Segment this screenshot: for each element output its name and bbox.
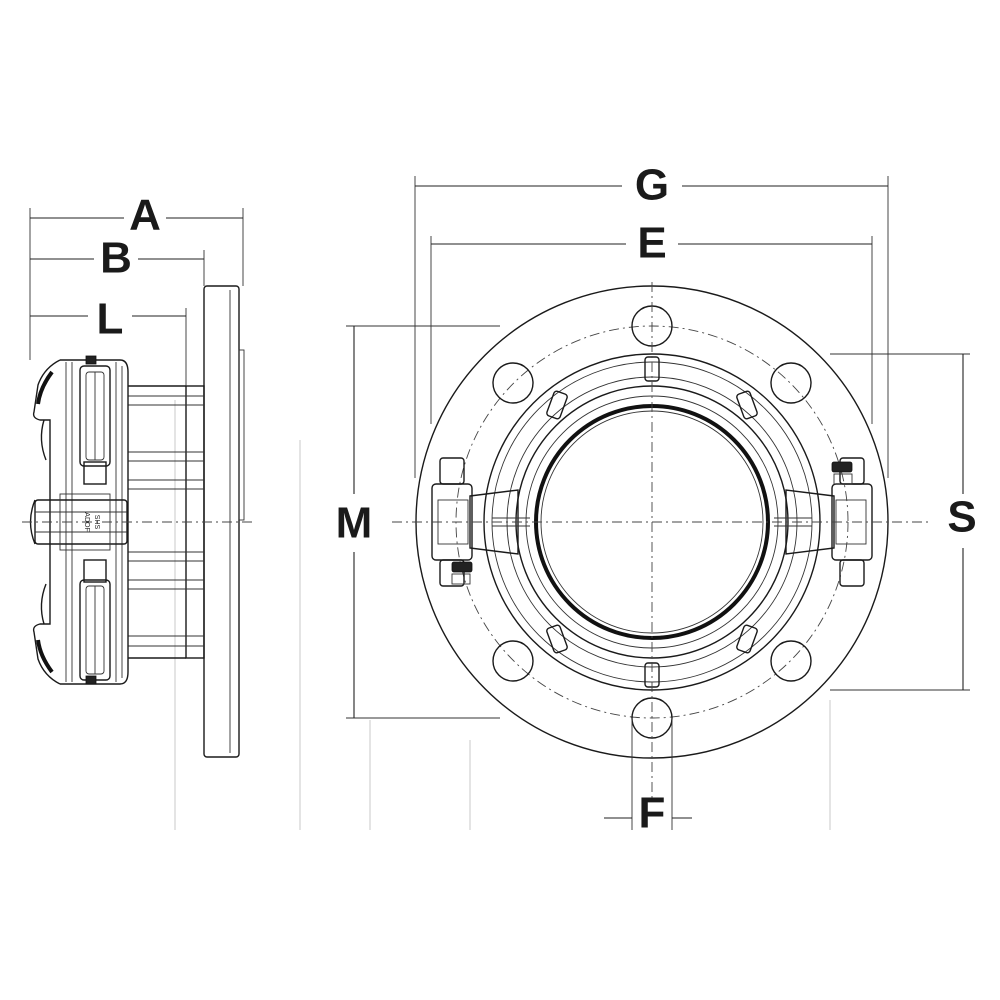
bolt-hole <box>492 362 534 404</box>
dimension-f: F <box>604 789 692 838</box>
background-ghost-lines <box>174 400 831 830</box>
front-view-extension-lines <box>346 176 970 830</box>
dimension-m: M <box>336 326 373 718</box>
dimension-a: A <box>30 191 243 240</box>
front-view: G E M S F <box>336 161 977 838</box>
dimension-a-label: A <box>129 191 161 240</box>
dimension-b-label: B <box>100 234 132 283</box>
side-view: SHS ADOF A B L <box>22 191 252 758</box>
dimension-g-label: G <box>635 161 669 210</box>
dimension-l: L <box>30 295 186 344</box>
bolt-hole <box>770 362 812 404</box>
flange-plate <box>203 285 240 758</box>
dimension-l-label: L <box>97 295 124 344</box>
coupling-housing <box>32 355 129 685</box>
dimension-b: B <box>30 234 204 283</box>
dimension-e-label: E <box>637 219 666 268</box>
bolt-hole <box>492 640 534 682</box>
dimension-f-label: F <box>639 789 666 838</box>
gasket-split <box>492 517 812 527</box>
dimension-e: E <box>431 219 872 268</box>
dimension-s-label: S <box>947 493 976 542</box>
dimension-g: G <box>415 161 888 210</box>
dimension-m-label: M <box>336 499 373 548</box>
bolt-hole <box>770 640 812 682</box>
side-view-extension-lines <box>29 208 244 386</box>
coupling-lug-left <box>431 457 519 587</box>
dimension-s: S <box>947 354 977 690</box>
